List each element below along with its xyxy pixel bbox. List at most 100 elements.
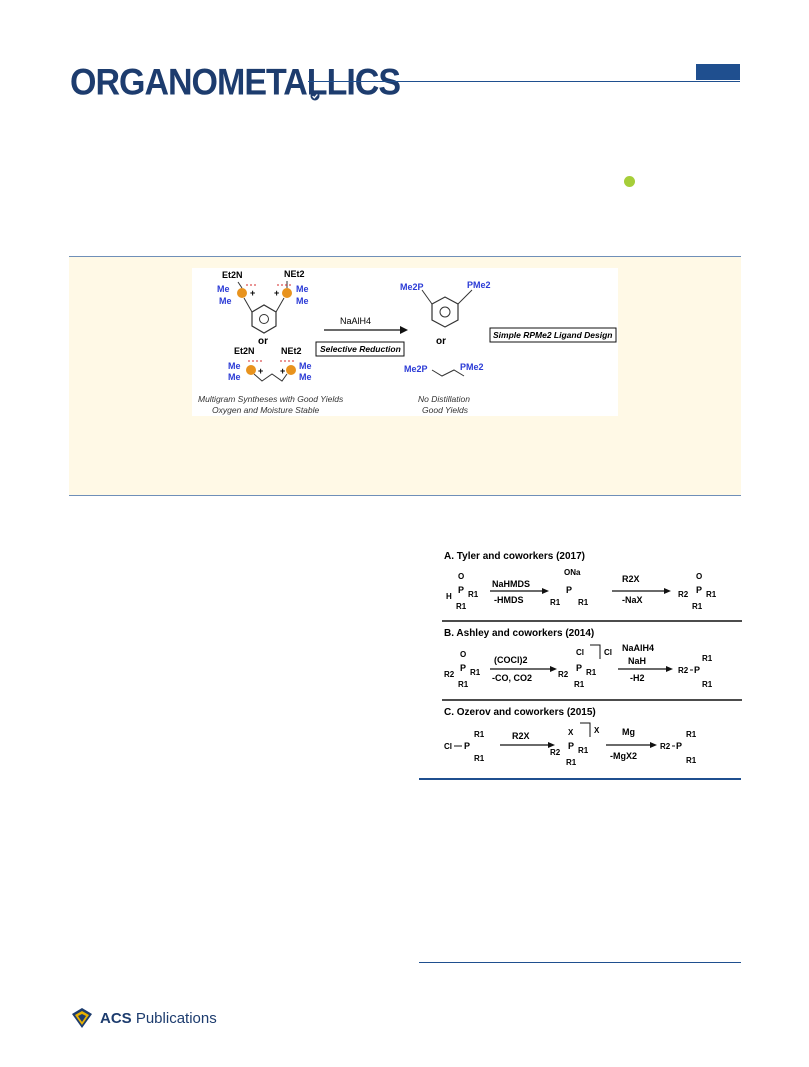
svg-text:R1: R1: [578, 746, 589, 755]
svg-text:P: P: [676, 741, 682, 751]
product-ethylene-bisphosphine: Me2P PMe2: [404, 362, 484, 377]
panel-c-reagent2-top: Mg: [622, 727, 635, 737]
panel-b-counterion: Cl: [604, 648, 612, 657]
label-et2n-1: Et2N: [222, 270, 243, 280]
label-or-1: or: [258, 336, 268, 347]
toc-note-left-2: Oxygen and Moisture Stable: [212, 405, 320, 415]
svg-text:R1: R1: [702, 654, 713, 663]
selective-reduction-box: [315, 341, 405, 357]
panel-a-reagent-top: NaHMDS: [492, 579, 530, 589]
label-me-3: Me: [296, 284, 309, 294]
svg-text:O: O: [460, 650, 466, 659]
header-rule: [308, 81, 740, 82]
reactant-ethylene-bisphosphonium: Et2N NEt2 Me Me + + Me Me: [228, 346, 312, 382]
label-plus-4: +: [280, 366, 285, 376]
svg-text:R1: R1: [706, 590, 717, 599]
label-plus-2: +: [274, 288, 279, 298]
panel-b-title: B. Ashley and coworkers (2014): [444, 628, 594, 639]
acs-emblem-icon: [72, 1008, 92, 1028]
header-tab: [696, 64, 740, 80]
panel-a-reagent-bottom: -HMDS: [494, 595, 524, 605]
svg-text:O: O: [458, 572, 464, 581]
svg-text:R2: R2: [660, 742, 671, 751]
publisher-label: ACS Publications: [100, 1010, 217, 1027]
label-pme2-2: PMe2: [460, 362, 484, 372]
journal-logo: ORGANOMETALLICS: [70, 62, 401, 104]
svg-text:R1: R1: [470, 668, 481, 677]
svg-text:R1: R1: [468, 590, 479, 599]
svg-text:R2: R2: [558, 670, 569, 679]
svg-text:P: P: [694, 665, 700, 675]
label-me-5: Me: [228, 361, 241, 371]
label-me-4: Me: [296, 296, 309, 306]
label-me2p-2: Me2P: [404, 364, 428, 374]
panel-a-reagent2-bottom: -NaX: [622, 595, 643, 605]
toc-figure: Et2N NEt2 Me Me + + Me Me or Et2N NEt2 M…: [192, 268, 618, 416]
panel-b-reagent-top: (COCl)2: [494, 655, 528, 665]
toc-note-left-1: Multigram Syntheses with Good Yields: [198, 394, 344, 404]
svg-text:Cl: Cl: [576, 648, 584, 657]
svg-text:R1: R1: [702, 680, 713, 689]
panel-b-reagent2-bottom: -H2: [630, 673, 645, 683]
svg-text:H: H: [446, 592, 452, 601]
svg-text:P: P: [464, 741, 470, 751]
panel-b-scheme: O P R2 R1 R1 (COCl)2 -CO, CO2 Cl P R2 R1…: [444, 643, 713, 689]
toc-note-right-2: Good Yields: [422, 405, 469, 415]
svg-text:X: X: [568, 728, 574, 737]
panel-c-counterion: X: [594, 726, 600, 735]
svg-text:R1: R1: [458, 680, 469, 689]
svg-text:P: P: [566, 585, 572, 595]
panel-c-reagent-top: R2X: [512, 731, 530, 741]
svg-text:R1: R1: [566, 758, 577, 767]
label-plus-1: +: [250, 288, 255, 298]
svg-text:R2: R2: [678, 666, 689, 675]
svg-text:R1: R1: [474, 730, 485, 739]
ligand-design-box: [489, 327, 617, 343]
svg-text:P: P: [696, 585, 702, 595]
panel-c-title: C. Ozerov and coworkers (2015): [444, 707, 596, 718]
svg-text:R1: R1: [456, 602, 467, 611]
panel-b-reagent2-top: NaAlH4: [622, 643, 654, 653]
panel-a-scheme: O P H R1 R1 NaHMDS -HMDS ONa P R1 R1 R2X…: [446, 568, 717, 611]
label-me-1: Me: [217, 284, 230, 294]
label-pme2-1: PMe2: [467, 280, 491, 290]
label-me2p-1: Me2P: [400, 282, 424, 292]
panel-b-reagent2-mid: NaH: [628, 656, 646, 666]
reactant-xylyl-bisphosphonium: Et2N NEt2 Me Me + + Me Me or: [217, 269, 309, 347]
svg-text:R1: R1: [686, 756, 697, 765]
panel-a-title: A. Tyler and coworkers (2017): [444, 551, 585, 562]
panel-b-reagent-bottom: -CO, CO2: [492, 673, 532, 683]
panel-a-reagent2-top: R2X: [622, 574, 640, 584]
svg-text:R1: R1: [474, 754, 485, 763]
svg-text:R2: R2: [678, 590, 689, 599]
svg-text:P: P: [568, 741, 574, 751]
svg-text:P: P: [460, 663, 466, 673]
label-net2-2: NEt2: [281, 346, 302, 356]
svg-text:R1: R1: [578, 598, 589, 607]
ligand-design-label: Simple RPMe2 Ligand Design: [493, 330, 613, 340]
panel-c-scheme: Cl P R1 R1 R2X X P R2 R1 R1 X Mg -MgX2 R…: [444, 722, 697, 767]
panel-c-reagent2-bottom: -MgX2: [610, 751, 637, 761]
label-plus-3: +: [258, 366, 263, 376]
label-me-7: Me: [299, 361, 312, 371]
label-et2n-2: Et2N: [234, 346, 255, 356]
scheme-figure: A. Tyler and coworkers (2017) O P H R1 R…: [442, 547, 742, 772]
svg-text:R2: R2: [444, 670, 455, 679]
svg-text:R1: R1: [692, 602, 703, 611]
label-me-8: Me: [299, 372, 312, 382]
label-me-6: Me: [228, 372, 241, 382]
scheme-bottom-rule: [419, 778, 741, 780]
checkmark-icon: [310, 91, 320, 101]
svg-text:R1: R1: [550, 598, 561, 607]
arrow-reagent: NaAlH4: [340, 316, 371, 326]
svg-text:R2: R2: [550, 748, 561, 757]
product-xylyl-bisphosphine: Me2P PMe2 or: [400, 280, 491, 347]
svg-text:O: O: [696, 572, 702, 581]
panel-a-ona: ONa: [564, 568, 581, 577]
svg-text:Cl: Cl: [444, 742, 452, 751]
label-net2-1: NEt2: [284, 269, 305, 279]
svg-text:R1: R1: [586, 668, 597, 677]
orcid-icon[interactable]: [624, 176, 635, 187]
label-or-2: or: [436, 336, 446, 347]
svg-text:P: P: [458, 585, 464, 595]
